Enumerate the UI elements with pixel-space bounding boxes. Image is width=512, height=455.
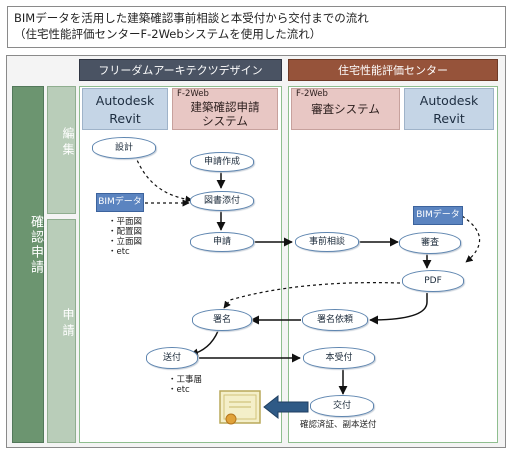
- system-revit-left: Autodesk Revit: [82, 88, 168, 130]
- side-label-edit-text: 編集: [61, 127, 75, 159]
- title-line-1: BIMデータを活用した建築確認事前相談と本受付から交付までの流れ: [14, 11, 369, 25]
- node-apply: 申請: [190, 232, 254, 252]
- bim-left-item: ・立面図: [108, 237, 143, 247]
- bim-left-items: ・平面図 ・配置図 ・立面図 ・etc: [108, 217, 168, 257]
- column-header-right: 住宅性能評価センター: [288, 59, 498, 81]
- node-create-application: 申請作成: [190, 152, 254, 172]
- node-pre-consultation: 事前相談: [295, 232, 359, 252]
- issue-note: 確認済証、副本送付: [300, 420, 377, 430]
- node-main-receipt: 本受付: [303, 347, 375, 369]
- side-label-apply: 申請: [47, 219, 76, 443]
- side-label-apply-text: 申請: [61, 308, 75, 340]
- node-design: 設計: [92, 137, 156, 159]
- node-issue: 交付: [310, 395, 374, 417]
- column-header-left: フリーダムアーキテクツデザイン: [79, 59, 282, 81]
- bim-left-item: ・etc: [108, 247, 130, 257]
- system-f2-review: F-2Web 審査システム: [291, 88, 400, 130]
- revit-left-line-2: Revit: [109, 111, 141, 126]
- title-line-2: （住宅性能評価センターF-2Webシステムを使用した流れ）: [14, 27, 322, 41]
- revit-right-line-1: Autodesk: [419, 93, 479, 108]
- side-label-main-text: 確認申請: [28, 215, 43, 275]
- node-pdf: PDF: [402, 270, 464, 292]
- edge-bim-to-review: [461, 215, 481, 263]
- f2-left-main-2: システム: [202, 114, 248, 128]
- bim-left-item: ・配置図: [108, 227, 143, 237]
- edge-design-to-attach: [134, 154, 193, 203]
- send-notes: ・工事届 ・etc: [168, 375, 228, 395]
- side-label-edit: 編集: [47, 86, 76, 214]
- side-label-main: 確認申請: [12, 86, 44, 443]
- diagram-title: BIMデータを活用した建築確認事前相談と本受付から交付までの流れ （住宅性能評価…: [7, 6, 506, 48]
- node-sign: 署名: [192, 309, 252, 331]
- certificate-icon: [219, 390, 309, 425]
- node-sign-request: 署名依頼: [302, 309, 368, 331]
- send-note: ・etc: [168, 385, 190, 395]
- system-f2-application: F-2Web 建築確認申請 システム: [172, 88, 278, 130]
- f2-right-main: 審査システム: [311, 102, 380, 116]
- node-review: 審査: [399, 232, 461, 254]
- edge-pdf-to-sign: [223, 282, 401, 309]
- edge-pdf-to-sign-request: [369, 293, 428, 325]
- node-send: 送付: [146, 347, 198, 369]
- bim-data-left: BIMデータ: [96, 193, 144, 212]
- send-note: ・工事届: [168, 375, 203, 385]
- f2-left-small: F-2Web: [177, 89, 209, 99]
- f2-left-main-1: 建築確認申請: [190, 100, 260, 114]
- system-revit-right: Autodesk Revit: [404, 88, 494, 130]
- lane-right: [288, 86, 498, 443]
- revit-left-line-1: Autodesk: [95, 93, 155, 108]
- node-attach-drawings: 図書添付: [190, 191, 254, 211]
- bim-data-right: BIMデータ: [413, 206, 463, 225]
- revit-right-line-2: Revit: [433, 111, 465, 126]
- f2-right-small: F-2Web: [296, 89, 328, 99]
- bim-left-item: ・平面図: [108, 217, 143, 227]
